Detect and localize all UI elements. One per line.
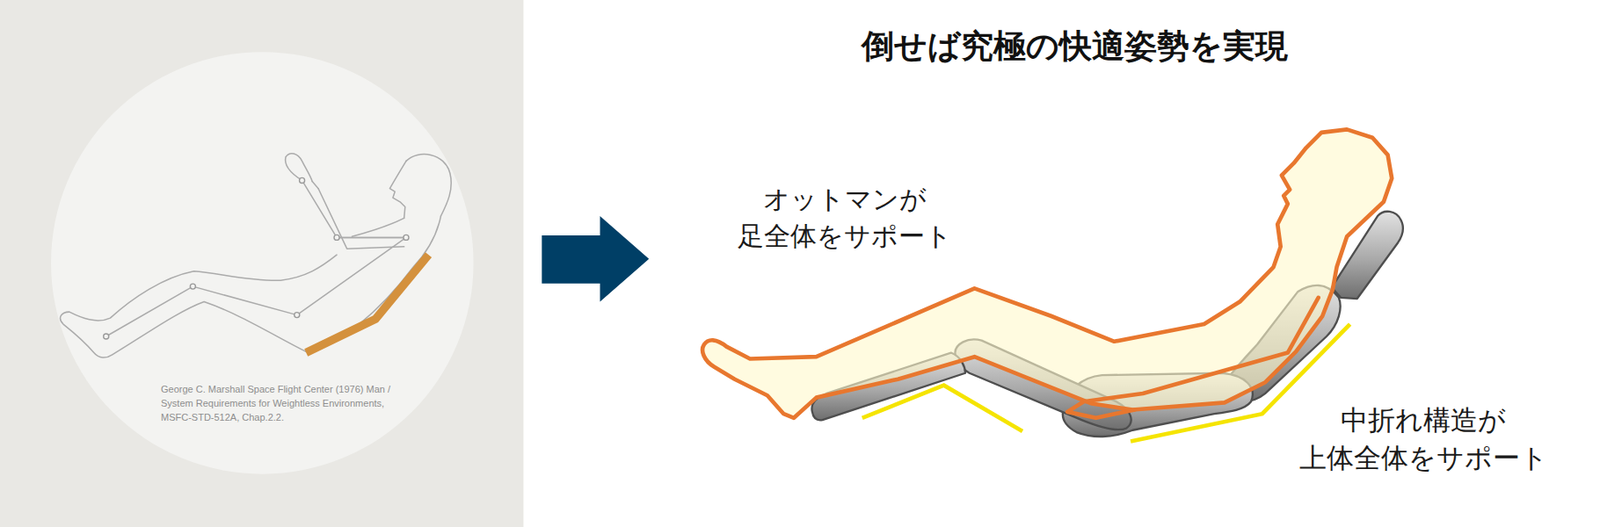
reference-figure-part	[285, 153, 313, 182]
reference-figure-part	[389, 160, 407, 219]
left-panel-part	[0, 0, 524, 527]
reference-figure-part	[60, 254, 337, 358]
citation-note: George C. Marshall Space Flight Center (…	[160, 383, 392, 426]
joint-dot-part	[403, 234, 409, 240]
reference-figure-part	[302, 180, 407, 238]
callout-text: 中折れ構造が 上体全体をサポート	[1291, 401, 1556, 479]
left-panel	[0, 0, 524, 527]
reference-figure-part	[305, 216, 441, 352]
joint-dot-part	[294, 312, 300, 319]
reference-figure-part	[318, 189, 405, 249]
reference-figure-part	[312, 181, 319, 190]
reference-figure-part	[406, 154, 451, 218]
support-bar-part	[305, 254, 429, 353]
reference-figure-part	[336, 237, 407, 240]
right-arrow-part	[541, 216, 649, 302]
joint-dot-part	[299, 177, 306, 183]
reference-figure	[60, 153, 452, 358]
reference-figure-part	[351, 218, 404, 237]
right-arrow	[541, 216, 649, 302]
support-bar	[305, 254, 429, 353]
joint-dot	[103, 177, 409, 340]
person-outline-part	[702, 129, 1392, 418]
joint-dot-part	[334, 234, 340, 240]
person-outline	[702, 129, 1392, 418]
callout-text: オットマンが 足全体をサポート	[729, 181, 960, 255]
joint-dot-part	[103, 334, 110, 340]
left-panel-part	[50, 51, 474, 474]
person-outline-part	[1067, 298, 1319, 419]
title: 倒せば究極の快適姿勢を実現	[861, 24, 1288, 69]
support-line-part	[862, 385, 1023, 432]
joint-dot-part	[189, 283, 196, 290]
